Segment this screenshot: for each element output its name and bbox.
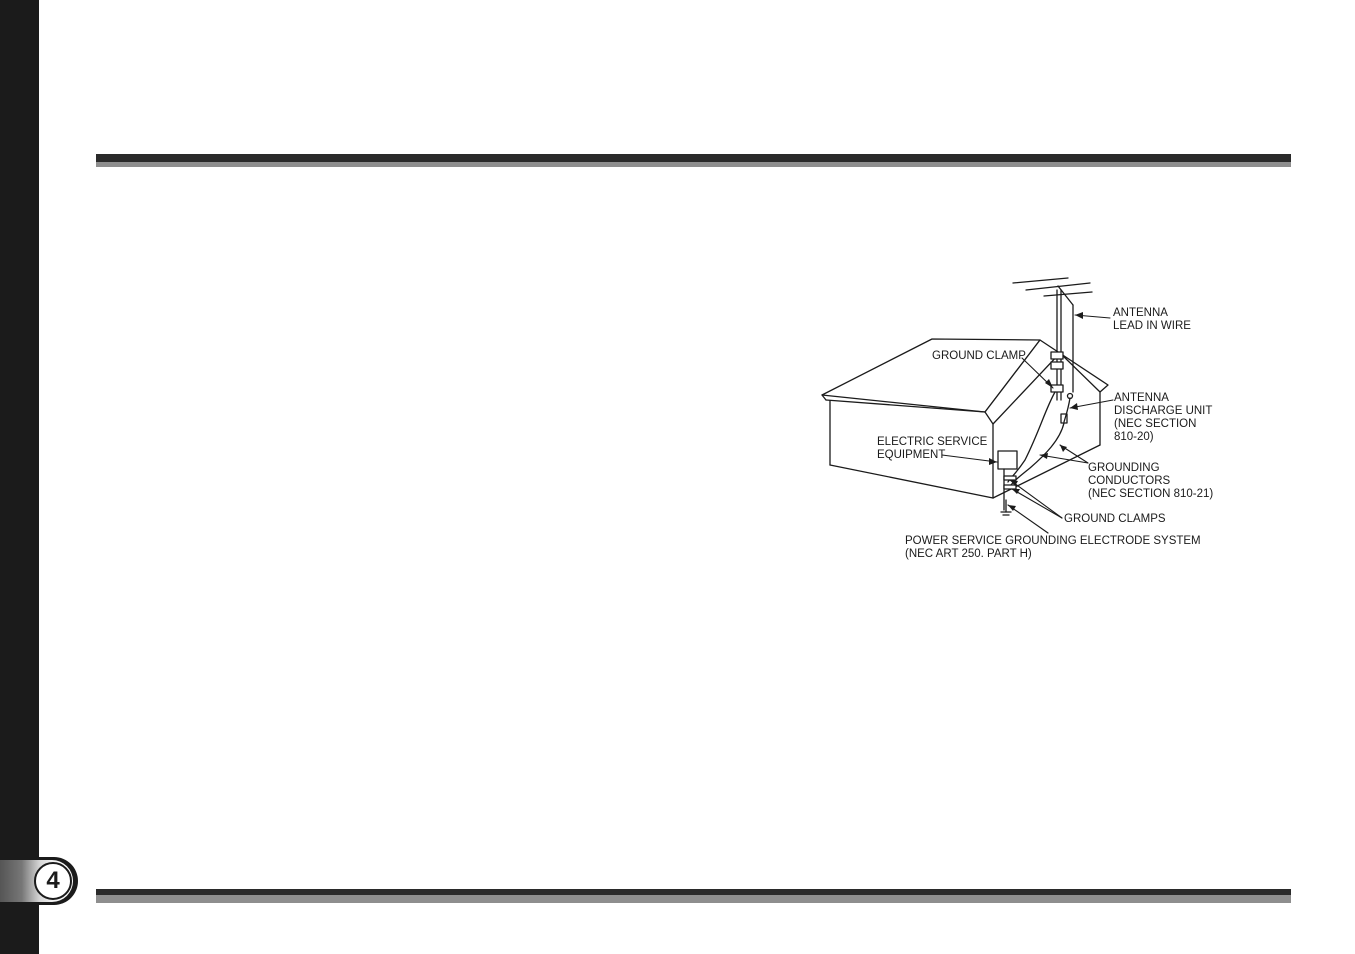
house-illustration [821, 338, 1109, 499]
side-strip [0, 0, 39, 954]
page-number: 4 [46, 867, 60, 894]
label-antenna-lead-2: LEAD IN WIRE [1113, 320, 1191, 332]
label-grounding-conductors-3: (NEC SECTION 810-21) [1088, 488, 1213, 500]
label-power-service-1: POWER SERVICE GROUNDING ELECTRODE SYSTEM [905, 535, 1201, 547]
label-discharge-unit-1: ANTENNA [1114, 392, 1169, 404]
label-ground-clamps: GROUND CLAMPS [1064, 513, 1166, 525]
label-discharge-unit-2: DISCHARGE UNIT [1114, 405, 1212, 417]
header-rule [96, 154, 1291, 167]
label-antenna-lead-1: ANTENNA [1113, 307, 1168, 319]
label-grounding-conductors-1: GROUNDING [1088, 462, 1160, 474]
label-electric-service-2: EQUIPMENT [877, 449, 945, 461]
label-power-service-2: (NEC ART 250. PART H) [905, 548, 1032, 560]
footer-rule [96, 889, 1291, 903]
antenna-illustration [1012, 277, 1093, 424]
label-discharge-unit-3: (NEC SECTION [1114, 418, 1196, 430]
page-number-badge [34, 862, 72, 900]
grounding-conductors-illustration [997, 391, 1071, 516]
leader-arrowheads [989, 312, 1083, 511]
label-ground-clamp: GROUND CLAMP [932, 350, 1026, 362]
label-grounding-conductors-2: CONDUCTORS [1088, 475, 1171, 487]
label-electric-service-1: ELECTRIC SERVICE [877, 436, 988, 448]
label-discharge-unit-4: 810-20) [1114, 431, 1154, 443]
